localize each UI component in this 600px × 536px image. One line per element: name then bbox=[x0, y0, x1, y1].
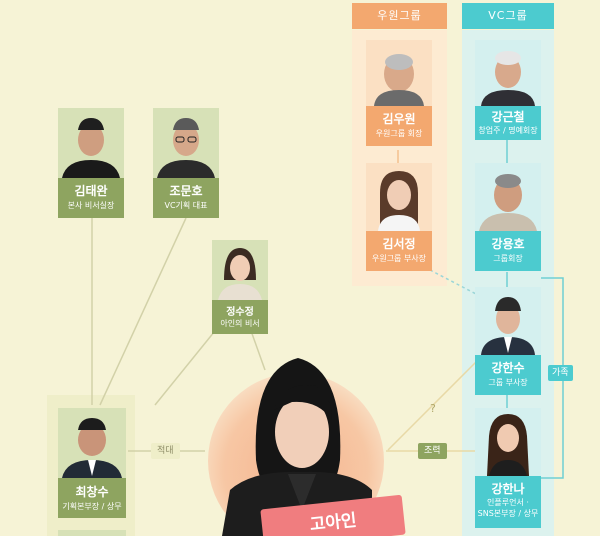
vc-group-header: VC그룹 bbox=[462, 3, 554, 29]
relation-unknown-mark: ? bbox=[430, 402, 436, 415]
portrait-jo-munho bbox=[153, 108, 219, 178]
portrait-kang-hanna bbox=[475, 408, 541, 476]
name-choi-changsu: 최창수 bbox=[75, 485, 109, 499]
card-choi-changsu[interactable]: 최창수 기획본부장 / 상무 bbox=[58, 408, 126, 518]
portrait-kim-taewan bbox=[58, 108, 124, 178]
name-kim-seojung: 김서정 bbox=[382, 237, 416, 251]
card-jeong-sujeong[interactable]: 정수정 아인의 비서 bbox=[212, 240, 268, 334]
person-silhouette-icon bbox=[62, 418, 122, 478]
role-kang-hanna-line2: SNS본부장 / 상무 bbox=[477, 509, 539, 518]
name-jo-munho: 조문호 bbox=[169, 184, 203, 198]
line-jomunho-choichangsu bbox=[99, 217, 187, 406]
card-kim-taewan[interactable]: 김태완 본사 비서실장 bbox=[58, 108, 124, 218]
portrait-choi-changsu bbox=[58, 408, 126, 478]
card-kim-woowon[interactable]: 김우원 우원그룹 회장 bbox=[366, 40, 432, 146]
card-kang-hanna[interactable]: 강한나 인플루언서 · SNS본부장 / 상무 bbox=[475, 408, 541, 528]
role-kim-woowon: 우원그룹 회장 bbox=[375, 129, 423, 138]
person-silhouette-icon bbox=[374, 54, 424, 106]
person-silhouette-icon bbox=[481, 51, 535, 106]
person-silhouette-icon bbox=[157, 118, 215, 178]
name-kang-geuncheol: 강근철 bbox=[491, 110, 525, 124]
role-kim-taewan: 본사 비서실장 bbox=[67, 201, 115, 210]
name-kang-hansu: 강한수 bbox=[491, 361, 525, 375]
name-kim-woowon: 김우원 bbox=[382, 112, 416, 126]
relation-cooperate-tag: 조력 bbox=[418, 443, 447, 459]
role-kang-geuncheol: 창업주 / 명예회장 bbox=[478, 126, 538, 135]
card-kang-hansu[interactable]: 강한수 그룹 부사장 bbox=[475, 287, 541, 395]
person-silhouette-icon bbox=[481, 297, 535, 355]
portrait-kang-yongho bbox=[475, 163, 541, 231]
card-jo-munho[interactable]: 조문호 VC기획 대표 bbox=[153, 108, 219, 218]
role-choi-changsu: 기획본부장 / 상무 bbox=[62, 502, 122, 511]
role-kim-seojung: 우원그룹 부사장 bbox=[371, 254, 427, 263]
portrait-kim-seojung bbox=[366, 163, 432, 231]
role-kang-hanna-line1: 인플루언서 · bbox=[487, 498, 529, 507]
role-kang-yongho: 그룹회장 bbox=[493, 254, 523, 263]
protagonist-portrait bbox=[222, 358, 372, 536]
name-jeong-sujeong: 정수정 bbox=[226, 307, 254, 318]
role-kang-hansu: 그룹 부사장 bbox=[488, 378, 528, 387]
person-silhouette-icon bbox=[479, 174, 537, 231]
line-question bbox=[387, 359, 479, 451]
card-kang-yongho[interactable]: 강용호 그룹회장 bbox=[475, 163, 541, 271]
portrait-jeong-sujeong bbox=[212, 240, 268, 300]
role-jeong-sujeong: 아인의 비서 bbox=[220, 319, 260, 328]
name-kang-yongho: 강용호 bbox=[491, 237, 525, 251]
card-kim-seojung[interactable]: 김서정 우원그룹 부사장 bbox=[366, 163, 432, 271]
card-partial-below bbox=[58, 530, 126, 536]
woowon-group-header: 우원그룹 bbox=[352, 3, 447, 29]
role-jo-munho: VC기획 대표 bbox=[164, 201, 208, 210]
person-silhouette-icon bbox=[487, 414, 529, 476]
portrait-kang-hansu bbox=[475, 287, 541, 355]
person-silhouette-icon bbox=[218, 248, 262, 300]
relation-enemy-tag: 적대 bbox=[151, 443, 180, 459]
line-seojung-hansu bbox=[429, 269, 479, 296]
portrait-kim-woowon bbox=[366, 40, 432, 106]
relation-family-tag: 가족 bbox=[548, 365, 573, 381]
name-kang-hanna: 강한나 bbox=[491, 482, 525, 496]
card-kang-geuncheol[interactable]: 강근철 창업주 / 명예회장 bbox=[475, 40, 541, 140]
person-silhouette-icon bbox=[62, 118, 120, 178]
name-kim-taewan: 김태완 bbox=[74, 184, 108, 198]
portrait-kang-geuncheol bbox=[475, 40, 541, 106]
person-silhouette-icon bbox=[378, 171, 420, 231]
